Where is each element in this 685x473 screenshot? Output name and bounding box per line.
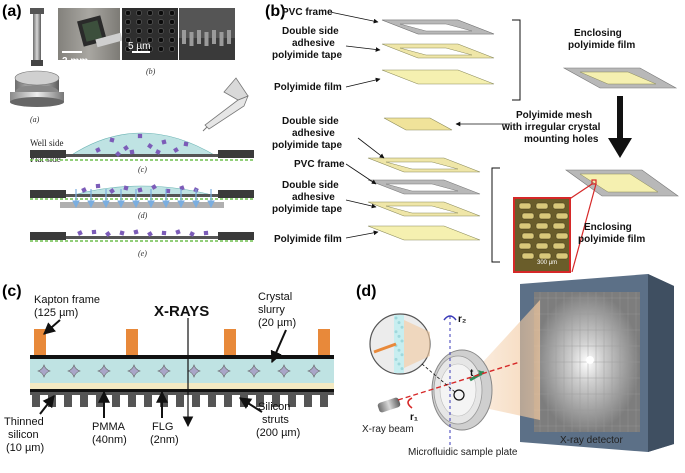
film-bot: Polyimide film xyxy=(274,234,342,245)
thinned-2: silicon xyxy=(8,429,39,441)
goniometer-base-photo xyxy=(10,8,64,107)
enclosing-film-top: Enclosing polyimide film xyxy=(562,28,678,89)
plate-label: Microfluidic sample plate xyxy=(408,447,518,458)
r2-label: r₂ xyxy=(458,314,466,325)
mesh-2: with irregular crystal xyxy=(501,122,601,133)
scale-5um: 5 µm xyxy=(128,41,150,52)
panel-d-label: (d) xyxy=(356,283,376,300)
xray-beam-label: X-ray beam xyxy=(362,424,414,435)
sub-label-d: (d) xyxy=(138,211,148,220)
sem-photo-pillars xyxy=(179,8,235,60)
slurry-3: (20 µm) xyxy=(258,317,296,329)
suction-diagram: (d) xyxy=(30,183,254,220)
thinned-1: Thinned xyxy=(4,416,44,428)
flat-side-label: Flat side xyxy=(30,154,61,164)
pmma-1: PMMA xyxy=(92,421,126,433)
panel-a-label: (a) xyxy=(2,3,22,20)
enclosing-top-1: Enclosing xyxy=(574,28,622,39)
struts-3: (200 µm) xyxy=(256,427,300,439)
sub-label-e: (e) xyxy=(138,249,147,258)
kapton-2: (125 µm) xyxy=(34,307,78,319)
down-arrow xyxy=(608,96,632,158)
tape-bot-1: Double side xyxy=(282,180,339,191)
tape-top-1: Double side xyxy=(282,26,339,37)
bottom-stack: PVC frame Double side adhesive polyimide… xyxy=(272,137,500,263)
mesh-micrograph-inset: 300 µm xyxy=(513,197,571,273)
mesh-3: mounting holes xyxy=(524,134,599,145)
kapton-1: Kapton frame xyxy=(34,294,100,306)
zoom-inset xyxy=(369,313,465,401)
pvc-frame-top: PVC frame xyxy=(282,7,333,18)
struts-1: Silicon xyxy=(258,401,290,413)
panel-d: (d) X-ray detector t Microfluidic sample… xyxy=(356,274,674,458)
mounted-crystals-diagram: (e) xyxy=(30,229,254,258)
tape-top-2: adhesive xyxy=(292,38,335,49)
tape-bot-2: adhesive xyxy=(292,192,335,203)
struts-2: struts xyxy=(262,414,289,426)
panel-b: (b) PVC frame Double side adhesive polyi… xyxy=(265,3,679,273)
panel-b-label: (b) xyxy=(265,3,285,20)
sub-label-c: (c) xyxy=(138,165,147,174)
xray-beam: r₁ X-ray beam xyxy=(362,361,521,435)
panel-c: (c) X-RAYS Kapton frame (125 µm) Crystal… xyxy=(2,283,334,454)
xrays-label: X-RAYS xyxy=(154,303,209,320)
well-side-label: Well side xyxy=(30,138,64,148)
mesh-1: Polyimide mesh xyxy=(516,110,592,121)
t-label: t xyxy=(470,368,474,379)
film-top: Polyimide film xyxy=(274,82,342,93)
detector-label: X-ray detector xyxy=(560,435,623,446)
flg-2: (2nm) xyxy=(150,434,179,446)
enclosing-top-2: polyimide film xyxy=(568,40,635,51)
pipette-icon xyxy=(202,77,249,132)
xray-detector: X-ray detector xyxy=(520,274,674,452)
sub-label-b: (b) xyxy=(146,67,156,76)
enclosing-bot-1: Enclosing xyxy=(584,222,632,233)
flg-1: FLG xyxy=(152,421,173,433)
thinned-3: (10 µm) xyxy=(6,442,44,454)
pmma-2: (40nm) xyxy=(92,434,127,446)
sem-photo-holes: 5 µm xyxy=(122,8,178,60)
inset-scale: 300 µm xyxy=(537,260,557,266)
tape-mid-2: adhesive xyxy=(292,128,335,139)
chip-photo: 2 mm xyxy=(58,8,123,67)
assembled-film: Enclosing polyimide film xyxy=(565,169,679,273)
tape-mid-1: Double side xyxy=(282,116,339,127)
polyimide-mesh: Double side adhesive polyimide tape Poly… xyxy=(272,110,601,151)
slurry-1: Crystal xyxy=(258,291,292,303)
r1-label: r₁ xyxy=(410,412,418,423)
top-stack: PVC frame Double side adhesive polyimide… xyxy=(272,7,521,101)
panel-a: (a) (a) 2 mm 5 xyxy=(2,3,254,258)
sub-label-a: (a) xyxy=(30,115,40,124)
pvc-frame-bot: PVC frame xyxy=(294,159,345,170)
enclosing-bot-2: polyimide film xyxy=(578,234,645,245)
tape-top-3: polyimide tape xyxy=(272,50,342,61)
tape-mid-3: polyimide tape xyxy=(272,140,342,151)
panel-c-label: (c) xyxy=(2,283,22,300)
slurry-2: slurry xyxy=(258,304,285,316)
droplet-diagram: Well side Flat side (c) xyxy=(30,132,254,174)
tape-bot-3: polyimide tape xyxy=(272,204,342,215)
scale-2mm: 2 mm xyxy=(62,56,88,67)
